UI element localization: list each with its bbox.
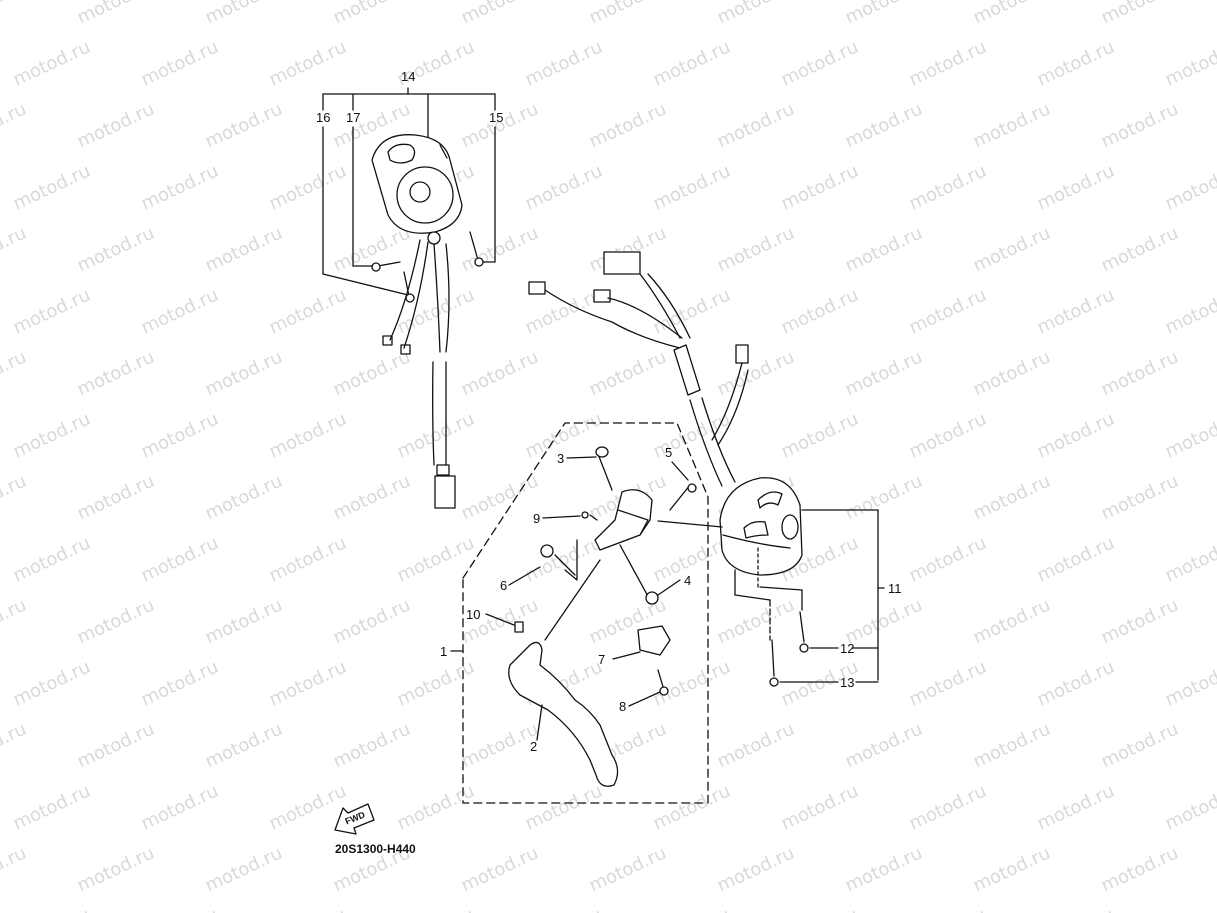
left-switch-housing (371, 134, 484, 509)
callout-6: 6 (500, 578, 508, 593)
callout-3: 3 (557, 451, 565, 466)
diagram-code: 20S1300-H440 (335, 842, 416, 856)
fwd-arrow-icon (334, 803, 375, 835)
callout-7: 7 (598, 652, 606, 667)
callout-14: 14 (401, 69, 416, 84)
callout-9: 9 (533, 511, 541, 526)
callout-4: 4 (684, 573, 692, 588)
callout-12: 12 (840, 641, 855, 656)
callout-17: 17 (346, 110, 361, 125)
callout-16: 16 (316, 110, 331, 125)
callout-13: 13 (840, 675, 855, 690)
callout-11: 11 (888, 581, 902, 596)
callout-1: 1 (440, 644, 448, 659)
lever-bracket-parts (485, 446, 697, 787)
callout-8: 8 (619, 699, 627, 714)
callout-5: 5 (665, 445, 673, 460)
lever-assembly-boundary (462, 422, 709, 804)
right-switch-housing (657, 477, 885, 687)
group-14-leaders (322, 87, 496, 296)
callout-10: 10 (466, 607, 481, 622)
callout-15: 15 (489, 110, 504, 125)
right-harness (528, 251, 749, 487)
callout-2: 2 (530, 739, 538, 754)
